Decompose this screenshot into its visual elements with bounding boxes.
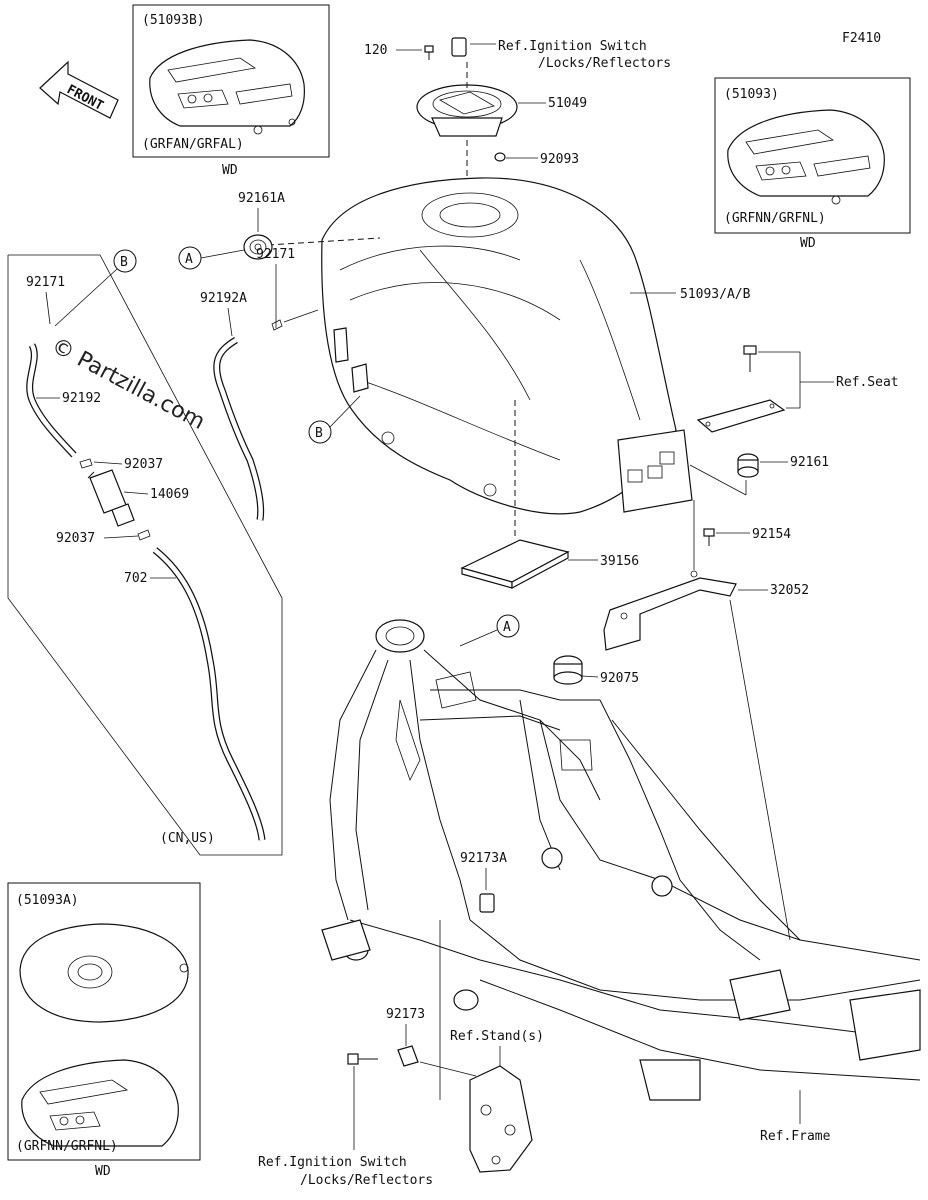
callout-a-frame: A <box>459 614 520 647</box>
label-ref-ignition-top-2: /Locks/Reflectors <box>538 56 671 71</box>
inset-51093b-title: (51093B) <box>142 13 205 28</box>
region-note: (CN,US) <box>160 831 215 846</box>
damper-92161 <box>737 453 759 478</box>
callout-b-right: B <box>308 395 361 444</box>
pad-39156 <box>460 539 570 590</box>
label-39156: 39156 <box>600 554 639 569</box>
tank-side-view-51093a <box>21 1059 179 1147</box>
hose-92192a <box>213 337 265 521</box>
inset-51093b: (51093B) (GRFAN/GRFAL) WD <box>132 4 330 178</box>
label-ref-ignition-bottom-1: Ref.Ignition Switch <box>258 1155 407 1170</box>
label-51049: 51049 <box>548 96 587 111</box>
label-92037-bottom: 92037 <box>56 531 95 546</box>
collar-92173a <box>479 893 495 913</box>
label-ref-frame: Ref.Frame <box>760 1129 831 1144</box>
label-120: 120 <box>364 43 387 58</box>
seat-bracket <box>696 399 786 433</box>
tank-side-view-51093 <box>727 109 885 205</box>
hose-702 <box>152 547 266 841</box>
callout-a-top: A <box>178 246 245 270</box>
inset-51093a-variant: (GRFNN/GRFNL) <box>16 1139 118 1154</box>
clamp-92171-right <box>271 319 283 331</box>
fuel-tank-51093 <box>267 177 693 515</box>
clamp-92037-top <box>79 458 93 469</box>
inset-51093b-variant: (GRFAN/GRFAL) <box>142 137 244 152</box>
inset-51093-title: (51093) <box>724 87 779 102</box>
label-ref-ignition-bottom-2: /Locks/Reflectors <box>300 1173 433 1188</box>
fuel-filter-14069 <box>87 469 135 527</box>
label-92037-top: 92037 <box>124 457 163 472</box>
label-92192a: 92192A <box>200 291 247 306</box>
watermark: © Partzilla.com <box>47 333 209 435</box>
label-702: 702 <box>124 571 147 586</box>
inset-51093a-caption: WD <box>95 1164 111 1179</box>
label-92173a: 92173A <box>460 851 507 866</box>
label-ref-stand: Ref.Stand(s) <box>450 1029 544 1044</box>
inset-51093: (51093) (GRFNN/GRFNL) WD <box>714 77 911 251</box>
label-92093: 92093 <box>540 152 579 167</box>
label-92161: 92161 <box>790 455 829 470</box>
inset-51093-variant: (GRFNN/GRFNL) <box>724 211 826 226</box>
figure-code: F2410 <box>842 31 881 46</box>
collar-92173 <box>397 1045 419 1067</box>
frame-assembly <box>321 619 921 1101</box>
inset-51093a: (51093A) (GRFNN/GRFNL) WD <box>7 882 201 1179</box>
grommet-92161a <box>243 234 273 260</box>
gasket-92093 <box>494 152 506 162</box>
label-92154: 92154 <box>752 527 791 542</box>
svg-text:B: B <box>315 426 323 441</box>
label-ref-ignition-top-1: Ref.Ignition Switch <box>498 39 647 54</box>
label-92171-right: 92171 <box>256 247 295 262</box>
bolt-92154 <box>703 528 715 546</box>
label-14069: 14069 <box>150 487 189 502</box>
key-cylinder-cover <box>451 37 467 57</box>
svg-text:A: A <box>185 252 193 267</box>
fuel-cap-51049 <box>416 84 518 137</box>
tank-top-view-51093a <box>19 923 189 1023</box>
hose-group-box: (CN,US) <box>7 254 283 856</box>
inset-51093-caption: WD <box>800 236 816 251</box>
tank-side-view-51093b <box>149 39 305 135</box>
bolt-ref-seat <box>743 345 757 372</box>
svg-text:A: A <box>503 620 511 635</box>
label-51093ab: 51093/A/B <box>680 287 751 302</box>
inset-51093a-title: (51093A) <box>16 893 79 908</box>
hose-92192 <box>26 343 77 458</box>
callout-b-left: B <box>54 249 137 327</box>
front-arrow-icon: FRONT <box>39 60 119 119</box>
damper-92075 <box>553 655 583 685</box>
bolt-120 <box>424 45 434 60</box>
bracket-32052 <box>603 570 737 651</box>
stand-bracket <box>469 1065 533 1173</box>
bolt-bottom <box>347 1053 378 1065</box>
label-92192: 92192 <box>62 391 101 406</box>
label-32052: 32052 <box>770 583 809 598</box>
inset-51093b-caption: WD <box>222 163 238 178</box>
label-92075: 92075 <box>600 671 639 686</box>
label-92173: 92173 <box>386 1007 425 1022</box>
label-92161a: 92161A <box>238 191 285 206</box>
svg-text:B: B <box>120 255 128 270</box>
label-ref-seat: Ref.Seat <box>836 375 899 390</box>
label-92171-left: 92171 <box>26 275 65 290</box>
clamp-92037-bottom <box>137 529 151 541</box>
